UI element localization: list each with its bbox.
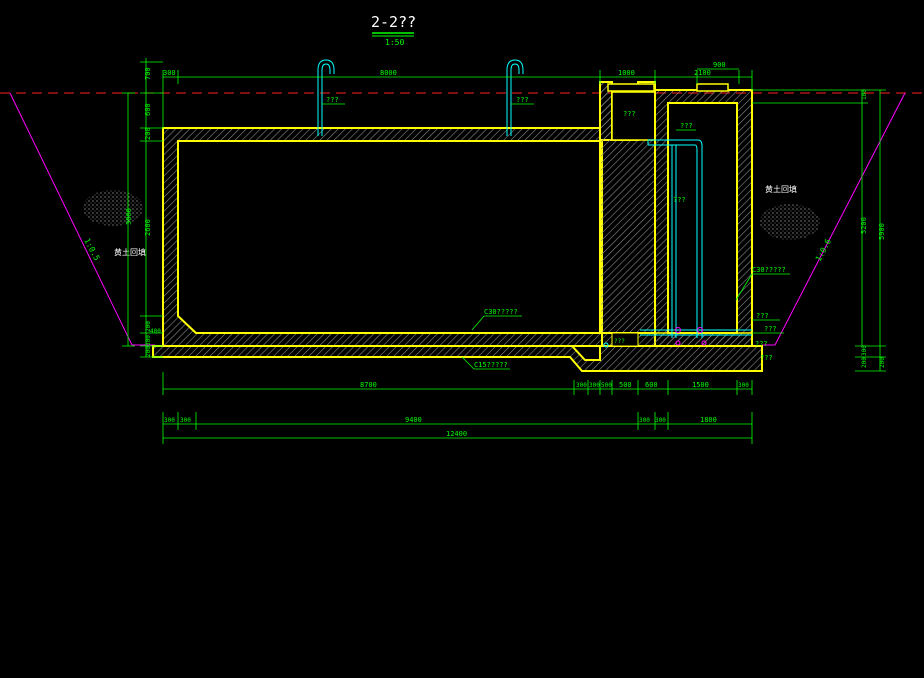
fitting-1 [675, 327, 681, 333]
section-scale: 1:50 [385, 38, 404, 47]
vent-pipe-1 [317, 59, 335, 136]
bottom-row2-dim-5: 300 [655, 417, 666, 424]
bottom-row2-dim-6: 1800 [700, 416, 717, 424]
left-dim-2: 600 [144, 103, 152, 116]
inner-pipe-label: ??? [680, 122, 693, 130]
inner-floor-plate-1 [601, 332, 753, 347]
fitting-4 [701, 340, 707, 346]
bottom-row1-dim-7: 1500 [692, 381, 709, 389]
left-dimension-lines [122, 58, 163, 358]
left-dim-1: 700 [144, 67, 152, 80]
right-tag-4: ??? [760, 354, 773, 362]
right-dim-5: 200 [861, 357, 868, 368]
right-wall-leader [735, 273, 753, 301]
top-cap-left [607, 83, 655, 92]
slope-right-label: 1:0.6 [814, 237, 833, 263]
bottom-row2-dim-2: 300 [180, 417, 191, 424]
concrete-base-leader [461, 356, 475, 370]
bottom-dimension-row-2 [162, 412, 753, 430]
fitting-2 [697, 327, 703, 333]
right-wall-label: C30????? [752, 266, 786, 274]
bottom-dimension-row-1 [162, 372, 753, 395]
bottom-row2-dim-4: 300 [639, 417, 650, 424]
top-dim-3: 1000 [618, 69, 635, 77]
base-slab [152, 345, 763, 372]
chamber-label: ??? [623, 110, 636, 118]
top-dim-2: 8000 [380, 69, 397, 77]
left-dim-5: 3000 [125, 208, 133, 225]
bottom-row2-dim-3: 9400 [405, 416, 422, 424]
riser-pipe [640, 139, 752, 338]
inner-step [611, 332, 639, 347]
section-title: 2-2?? [371, 13, 416, 31]
top-dim-4: 2100 [694, 69, 711, 77]
bottom-row1-dim-6: 600 [645, 381, 658, 389]
bottom-row1-dim-3: 300 [589, 382, 600, 389]
right-tag-3: ??? [755, 340, 768, 348]
bottom-row1-dim-1: 8700 [360, 381, 377, 389]
concrete-wall-label: C30????? [484, 308, 518, 316]
fitting-3 [675, 340, 681, 346]
bottom-row1-dim-2: 300 [576, 382, 587, 389]
top-cap-right [696, 83, 729, 92]
bottom-row2-dim-1: 300 [164, 417, 175, 424]
middle-chamber [611, 91, 656, 141]
left-small-dim: 400 [150, 328, 161, 335]
backfill-left-label: 黄土回填 [114, 247, 146, 257]
left-dim-4: 2600 [144, 219, 152, 236]
pipe-label-2: ??? [516, 96, 529, 104]
concrete-wall-leader [471, 315, 485, 331]
bottom-row1-dim-5: 500 [619, 381, 632, 389]
slope-left-label: 1:0.5 [82, 237, 101, 263]
bottom-row1-dim-8: 300 [738, 382, 749, 389]
vent-pipe-2 [506, 59, 524, 136]
right-tank-wall [654, 89, 753, 347]
backfill-left-fill [83, 190, 143, 226]
backfill-right-fill [760, 204, 820, 240]
top-dim-1: 300 [163, 69, 176, 77]
main-tank-inner-outline [177, 140, 601, 334]
riser-label: ??? [673, 196, 686, 204]
pipe-label-1: ??? [326, 96, 339, 104]
small-tag: ??? [614, 338, 625, 345]
left-dim-7: 300 [145, 335, 152, 346]
bottom-total-line [162, 430, 753, 444]
top-dim-5: 900 [713, 61, 726, 69]
right-tag-1: ??? [756, 312, 769, 320]
concrete-base-label: C15????? [474, 361, 508, 369]
slope-right-line [774, 92, 906, 346]
right-tag-2: ??? [764, 325, 777, 333]
right-dim-3: 5900 [878, 223, 886, 240]
fitting-5 [603, 342, 609, 348]
left-dim-6: 200 [145, 321, 152, 332]
right-dim-2: 5200 [860, 217, 868, 234]
bottom-row1-dim-4: 500 [601, 382, 612, 389]
bottom-total-dim: 12400 [446, 430, 467, 438]
top-dimension-line [162, 70, 753, 128]
right-dim-6: 200 [879, 357, 886, 368]
right-dim-1: 100 [861, 89, 868, 100]
left-dim-3: 200 [144, 127, 152, 140]
backfill-right-label: 黄土回填 [765, 184, 797, 194]
left-dim-8: 200 [145, 346, 152, 357]
right-dimension-lines [752, 89, 886, 372]
slope-left-line [9, 92, 133, 346]
right-dim-4: 300 [861, 345, 868, 356]
